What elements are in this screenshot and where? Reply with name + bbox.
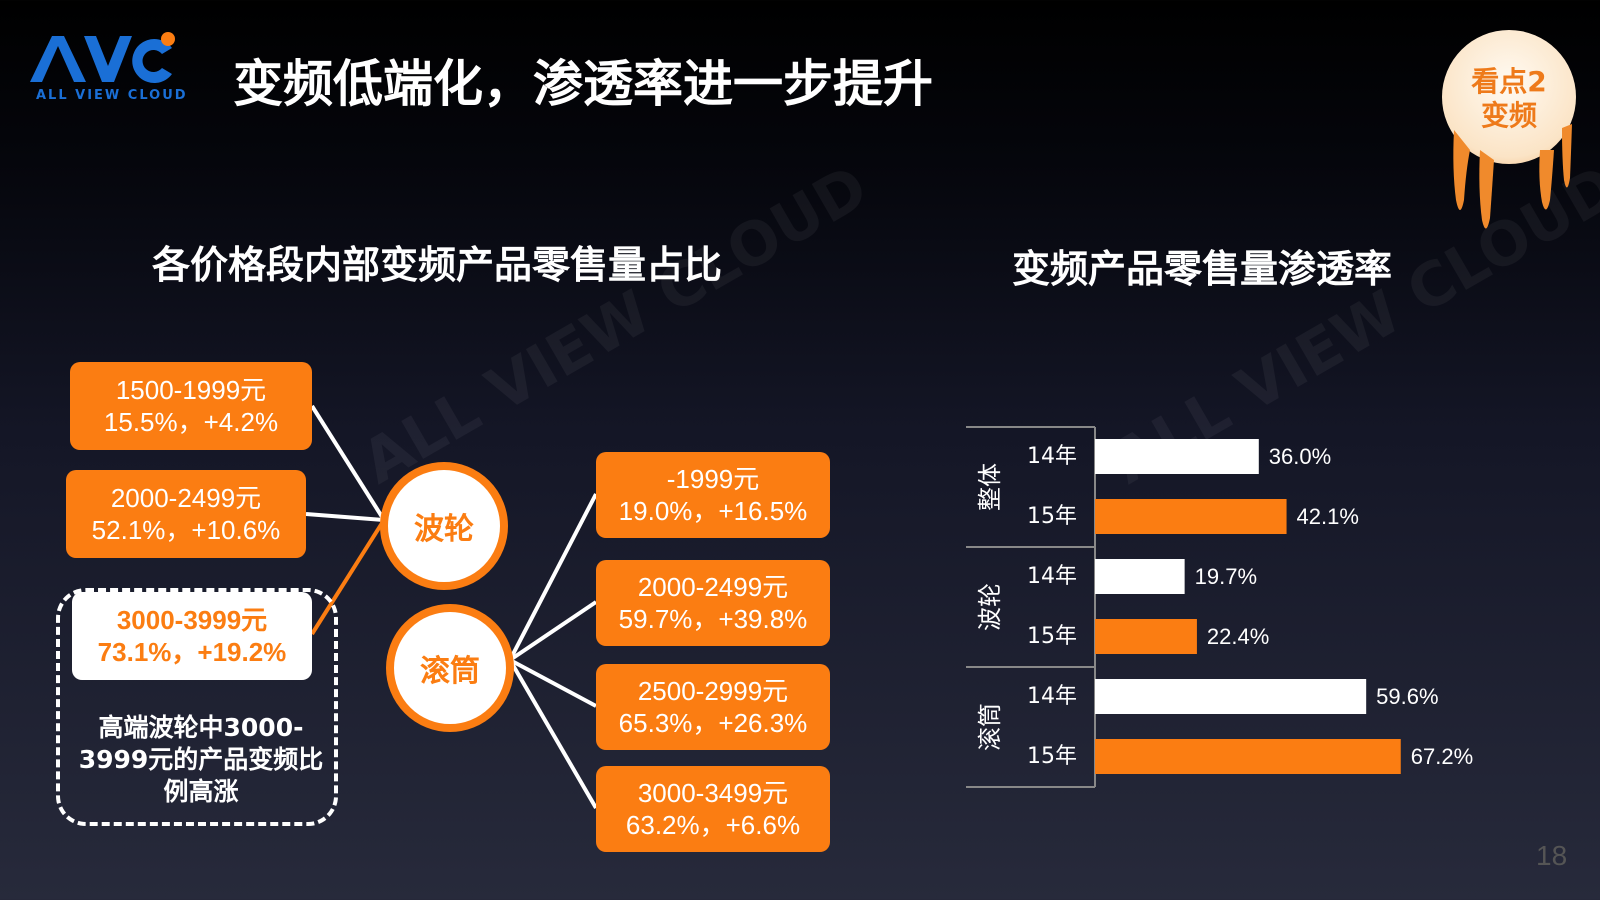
drum-price-box: 2000-2499元 59.7%，+39.8%	[596, 560, 830, 646]
chart-group-label: 波轮	[976, 583, 1004, 631]
wave-price-box: 2000-2499元 52.1%，+10.6%	[66, 470, 306, 558]
connector-line	[508, 493, 598, 661]
chart-category-label: 14年	[1027, 564, 1077, 589]
chart-bar	[1095, 439, 1259, 474]
connector-line	[305, 512, 385, 522]
badge-drip-decoration	[1453, 124, 1572, 229]
highlight-note: 高端波轮中3000-3999元的产品变频比例高涨	[78, 713, 324, 806]
drum-price-range: -1999元	[666, 464, 760, 494]
chart-data-label: 67.2%	[1411, 744, 1473, 769]
badge-line-1: 看点2	[1471, 65, 1547, 98]
chart-group-label: 整体	[976, 463, 1004, 511]
chart-category-label: 15年	[1027, 624, 1077, 649]
avc-logo: ALL VIEW CLOUD	[26, 28, 186, 108]
chart-data-label: 22.4%	[1207, 624, 1269, 649]
avc-logo-mark	[30, 32, 175, 83]
wave-price-range: 3000-3999元	[116, 605, 268, 635]
chart-category-label: 14年	[1027, 444, 1077, 469]
badge-line-2: 变频	[1480, 99, 1537, 132]
drum-price-stat: 63.2%，+6.6%	[625, 810, 801, 840]
drum-price-range: 2000-2499元	[637, 572, 789, 602]
right-section-title: 变频产品零售量渗透率	[1012, 247, 1393, 291]
highlight-dashed-frame	[56, 588, 338, 826]
drum-price-box: 2500-2999元 65.3%，+26.3%	[596, 664, 830, 750]
chart-bar	[1095, 619, 1197, 654]
wave-price-range: 2000-2499元	[110, 483, 262, 513]
drum-price-box: -1999元 19.0%，+16.5%	[596, 452, 830, 538]
chart-data-label: 36.0%	[1269, 444, 1331, 469]
chart-data-label: 42.1%	[1297, 504, 1359, 529]
chart-group-label: 滚筒	[976, 703, 1004, 751]
connector-line	[310, 404, 386, 522]
wave-price-range: 1500-1999元	[115, 375, 267, 405]
connector-line	[508, 600, 598, 662]
wave-price-box: 1500-1999元 15.5%，+4.2%	[70, 362, 312, 450]
chart-data-label: 59.6%	[1376, 684, 1438, 709]
wave-hub-circle: 波轮	[380, 462, 508, 590]
left-section-title: 各价格段内部变频产品零售量占比	[152, 243, 723, 287]
wave-price-stat: 15.5%，+4.2%	[103, 407, 279, 437]
chart-bar	[1095, 679, 1367, 714]
drum-price-range: 2500-2999元	[637, 676, 789, 706]
drum-price-stat: 19.0%，+16.5%	[618, 496, 808, 526]
page-title: 变频低端化，渗透率进一步提升	[233, 55, 933, 113]
connector-line	[509, 658, 597, 708]
logo-tagline: ALL VIEW CLOUD	[36, 88, 188, 103]
drum-price-stat: 59.7%，+39.8%	[618, 604, 808, 634]
chart-bar	[1095, 739, 1401, 774]
chart-category-label: 15年	[1027, 744, 1077, 769]
highlight-badge: 看点2 变频	[1442, 30, 1576, 164]
chart-category-label: 15年	[1027, 504, 1077, 529]
drum-price-stat: 65.3%，+26.3%	[618, 708, 808, 738]
chart-data-label: 19.7%	[1195, 564, 1257, 589]
wave-price-box-highlight: 3000-3999元 73.1%，+19.2%	[72, 592, 312, 680]
page-number: 18	[1536, 840, 1568, 871]
chart-category-label: 14年	[1027, 684, 1077, 709]
drum-price-box: 3000-3499元 63.2%，+6.6%	[596, 766, 830, 852]
wave-price-stat: 73.1%，+19.2%	[97, 637, 287, 667]
drum-price-range: 3000-3499元	[637, 778, 789, 808]
chart-bar	[1095, 499, 1287, 534]
drum-hub-circle: 滚筒	[386, 604, 514, 732]
chart-bar	[1095, 559, 1185, 594]
wave-price-stat: 52.1%，+10.6%	[91, 515, 281, 545]
connector-line	[508, 658, 598, 810]
